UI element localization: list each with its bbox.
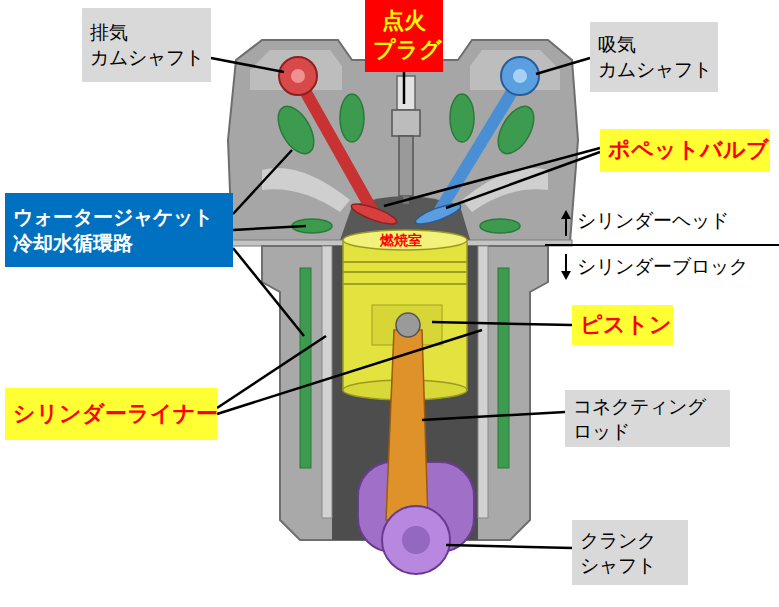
- highlight-label-box: ポペットバルブ: [600, 129, 770, 172]
- label-text: コネクティング ロッド: [573, 394, 722, 443]
- highlight-label-box: ウォータージャケット 冷却水循環路: [5, 193, 233, 267]
- region-label: シリンダーブロック: [577, 255, 748, 278]
- label-text: 点火 プラグ: [373, 7, 435, 64]
- part-label-box: 排気 カムシャフト: [82, 8, 211, 82]
- chamber-label: 燃焼室: [380, 232, 422, 249]
- highlight-label-box: 点火 プラグ: [365, 0, 443, 72]
- label-text: 排気 カムシャフト: [90, 20, 203, 69]
- label-text: ポペットバルブ: [608, 136, 762, 165]
- label-text: クランク シャフト: [580, 528, 680, 577]
- highlight-label-box: シリンダーライナー: [5, 388, 217, 440]
- part-label-box: 吸気 カムシャフト: [590, 22, 718, 92]
- highlight-label-box: ピストン: [572, 305, 673, 345]
- label-text: ウォータージャケット 冷却水循環路: [13, 204, 225, 256]
- part-label-box: コネクティング ロッド: [565, 390, 730, 447]
- label-text: シリンダーライナー: [13, 400, 209, 429]
- label-text: ピストン: [580, 311, 665, 340]
- part-label-box: クランク シャフト: [572, 520, 688, 585]
- label-text: 吸気 カムシャフト: [598, 32, 710, 81]
- region-label: シリンダーヘッド: [577, 209, 729, 232]
